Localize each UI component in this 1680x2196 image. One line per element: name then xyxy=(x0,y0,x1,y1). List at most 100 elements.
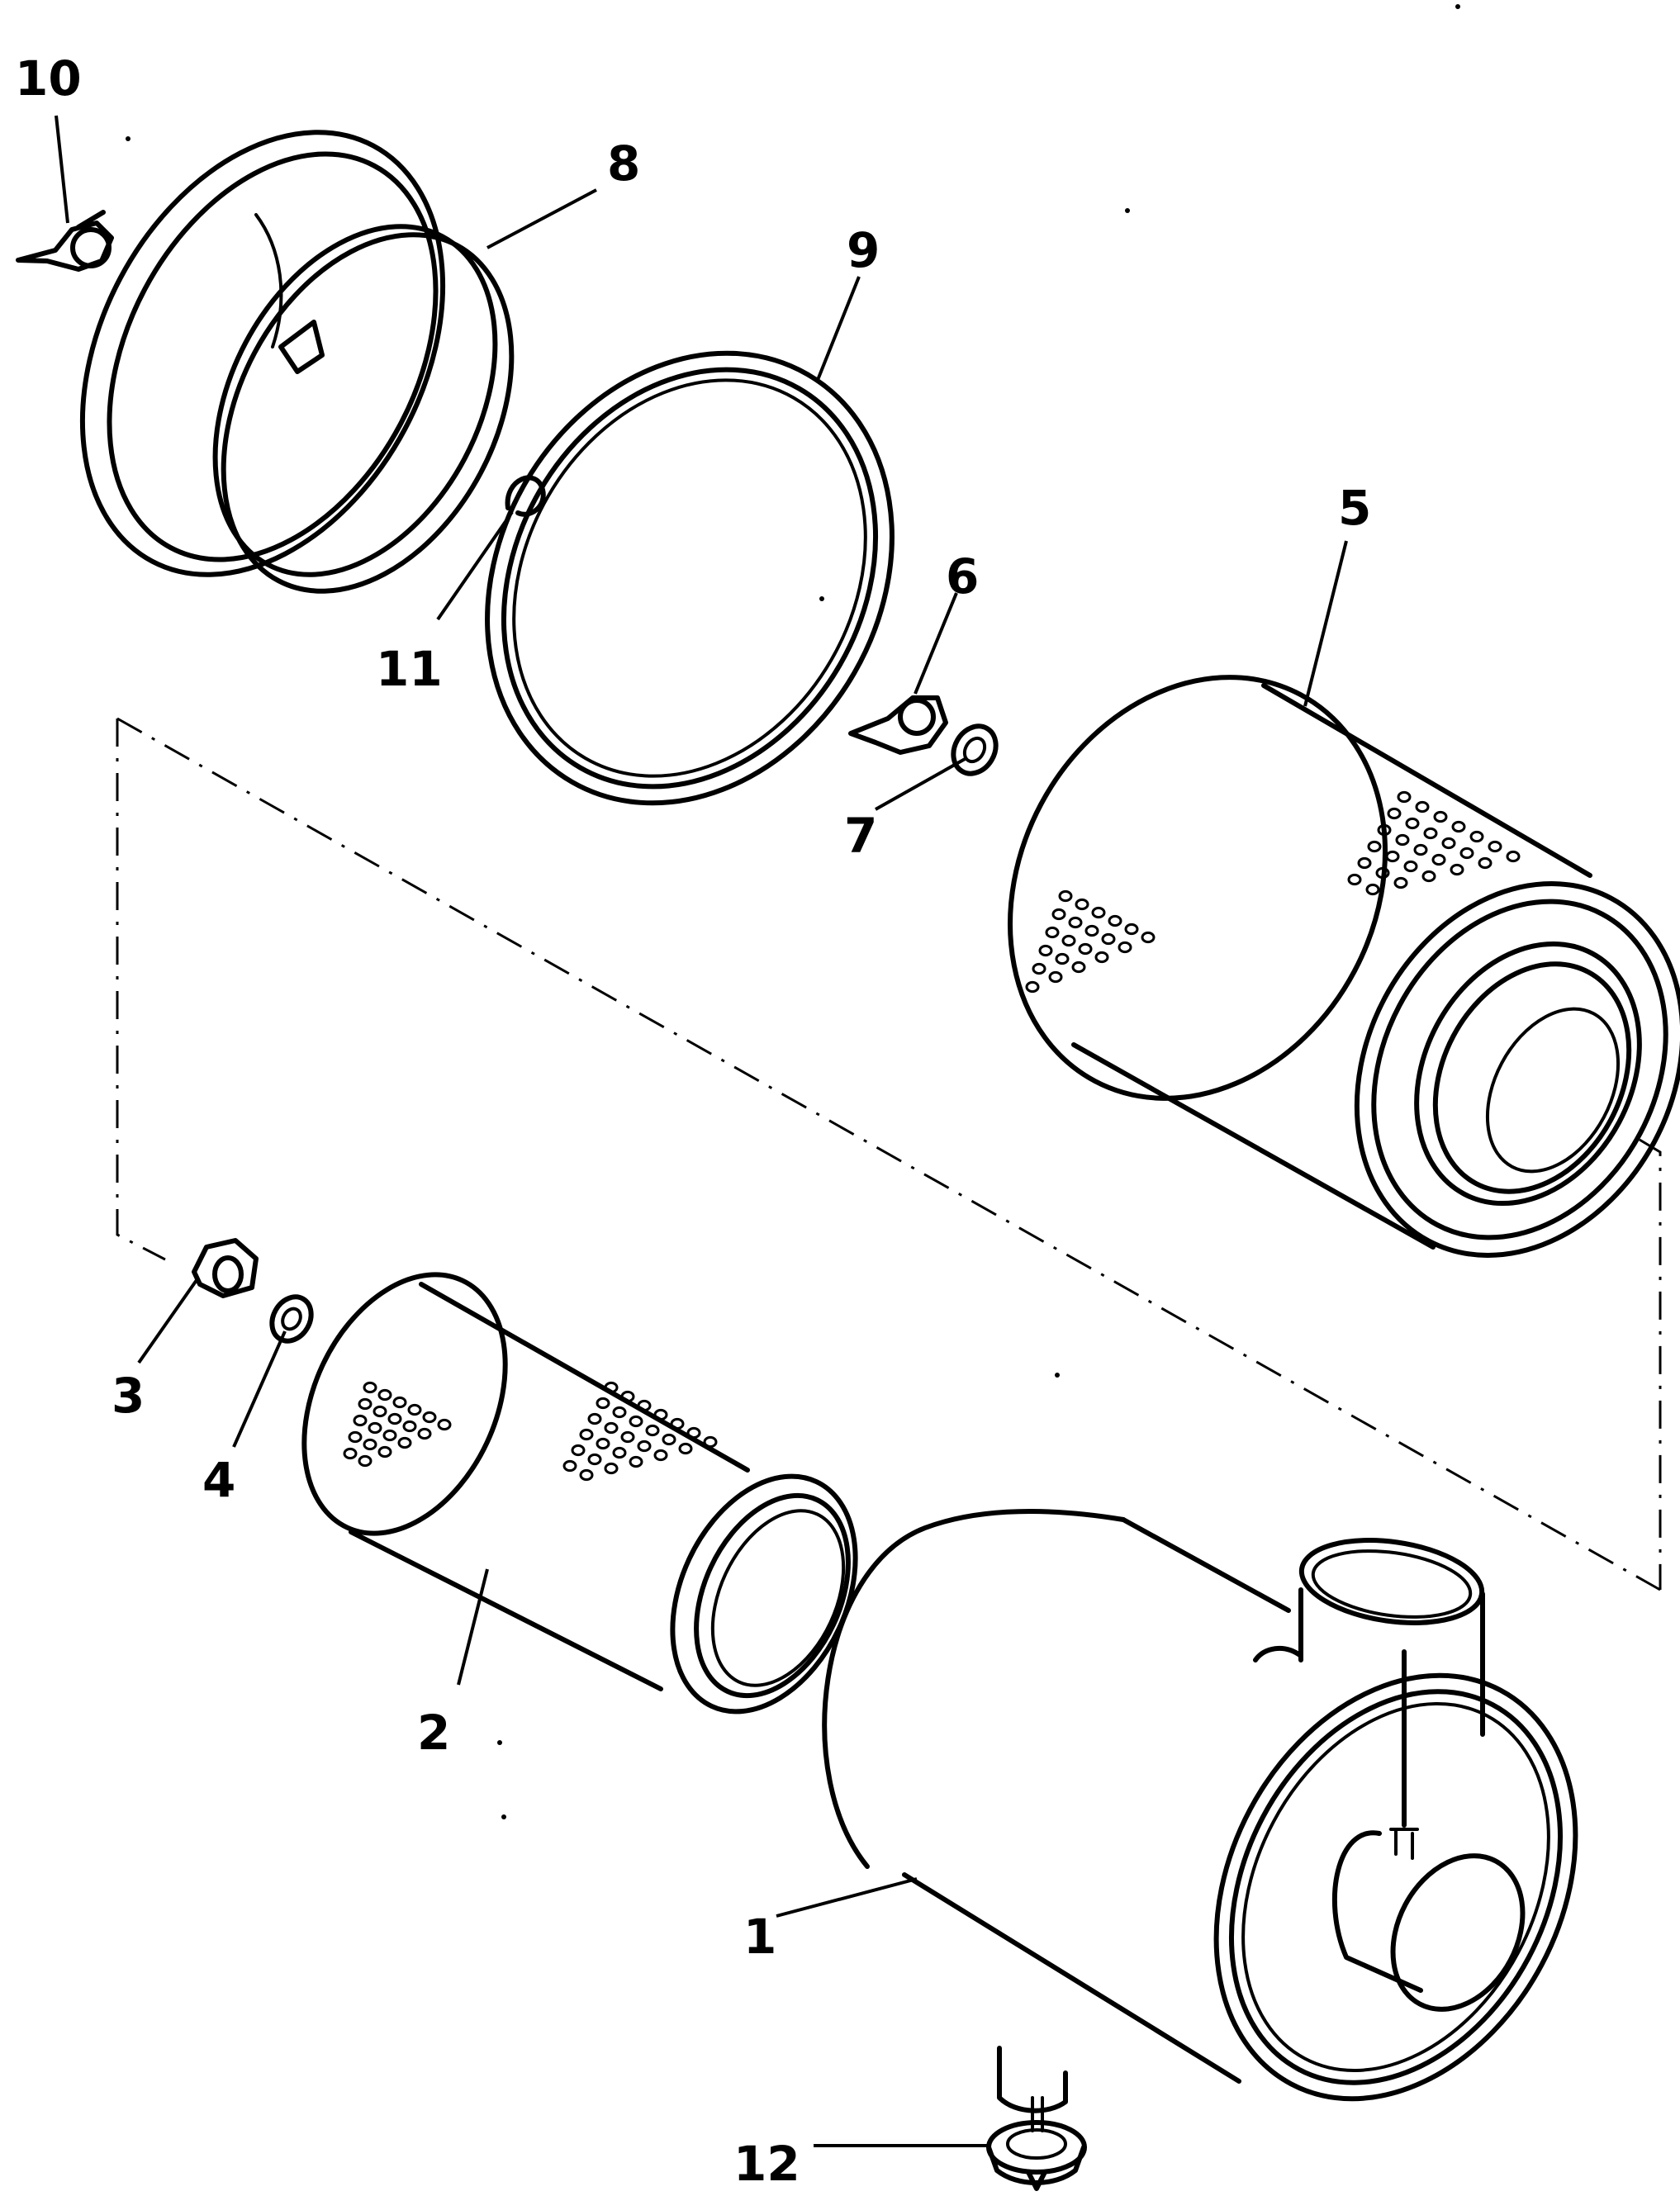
perforation-hole xyxy=(1357,856,1372,870)
perforation-hole xyxy=(612,1406,627,1419)
perforation-hole xyxy=(1423,827,1438,840)
perforation-hole xyxy=(1405,817,1420,830)
perforation-hole xyxy=(620,1430,635,1444)
perforation-hole xyxy=(637,1439,652,1453)
perforation-hole xyxy=(1450,863,1464,876)
perforation-hole xyxy=(1413,843,1428,856)
part-10-wing-nut xyxy=(16,210,114,272)
perforation-hole xyxy=(363,1438,377,1451)
perforation-hole xyxy=(377,1445,392,1458)
perforation-hole xyxy=(1045,926,1060,939)
perforation-hole xyxy=(437,1418,452,1431)
perforation-hole xyxy=(1347,873,1362,886)
perforation-hole xyxy=(1397,790,1412,804)
perforation-hole xyxy=(392,1396,407,1409)
callout-11: 11 xyxy=(376,641,443,697)
perforation-hole xyxy=(1124,923,1139,936)
perforation-hole xyxy=(1032,962,1046,975)
perforation-hole xyxy=(1415,800,1430,813)
callout-1: 1 xyxy=(743,1909,776,1965)
callout-labels: 10 8 9 11 5 6 7 3 4 2 1 12 xyxy=(15,50,1371,2192)
perforation-hole xyxy=(587,1453,602,1466)
part-2-inner-filter xyxy=(301,1272,858,1715)
callout-4: 4 xyxy=(202,1452,235,1508)
callout-5: 5 xyxy=(1338,480,1371,536)
scan-specks xyxy=(126,4,1460,1819)
perforation-hole xyxy=(1078,942,1093,956)
perforation-hole xyxy=(1431,853,1446,866)
perforation-hole xyxy=(1469,830,1484,843)
perforation-hole xyxy=(571,1444,586,1457)
perforation-hole xyxy=(612,1446,627,1459)
perforation-hole xyxy=(670,1417,685,1430)
perforation-hole xyxy=(1091,906,1106,919)
perforation-hole xyxy=(422,1411,437,1424)
perforation-hole xyxy=(645,1424,660,1437)
perforation-hole xyxy=(1451,820,1466,833)
perforation-hole xyxy=(387,1412,402,1425)
perforation-hole xyxy=(1068,916,1083,929)
perforation-hole xyxy=(587,1412,602,1425)
perforation-hole xyxy=(596,1437,610,1450)
perforation-hole xyxy=(629,1415,643,1428)
part-11-clip xyxy=(505,475,546,517)
perforation-hole xyxy=(579,1428,594,1441)
perforation-hole xyxy=(1403,860,1418,873)
perforation-hole xyxy=(1387,807,1402,820)
perforation-hole xyxy=(1025,980,1040,994)
part-3-nut xyxy=(192,1238,259,1298)
perforation-hole xyxy=(1441,837,1456,850)
perforation-hole xyxy=(1071,960,1086,974)
callout-12: 12 xyxy=(733,2136,800,2192)
perforation-hole xyxy=(1038,944,1053,957)
perforation-hole xyxy=(1058,889,1073,903)
perforation-hole xyxy=(1108,914,1122,927)
part-6-wing-nut xyxy=(848,695,948,755)
assembly-dash-dot-line xyxy=(116,717,1662,1591)
perforation-hole xyxy=(604,1421,619,1435)
part-5-outer-filter xyxy=(1008,675,1680,1258)
perforation-hole xyxy=(1101,932,1116,946)
perforation-hole xyxy=(562,1459,577,1473)
part-1-housing xyxy=(822,1509,1578,2113)
perforation-hole xyxy=(1365,883,1380,896)
perforation-hole xyxy=(629,1455,643,1468)
perforation-hole xyxy=(1506,850,1521,863)
perforation-hole xyxy=(353,1414,368,1427)
perforation-hole xyxy=(1488,840,1502,853)
perforation-hole xyxy=(1075,898,1089,911)
perforation-hole xyxy=(1055,952,1070,965)
part-7-washer xyxy=(951,723,999,776)
perforation-hole xyxy=(1421,870,1436,883)
perforation-hole xyxy=(377,1388,392,1402)
perforation-hole xyxy=(1367,840,1382,853)
perforation-hole xyxy=(343,1447,358,1460)
perforation-hole xyxy=(1094,951,1109,964)
callout-6: 6 xyxy=(946,548,979,605)
perforation-hole xyxy=(1051,908,1066,921)
perforation-hole xyxy=(417,1427,432,1440)
perforation-hole xyxy=(1061,934,1076,947)
perforation-hole xyxy=(358,1454,373,1468)
perforation-hole xyxy=(1459,847,1474,860)
perforation-hole xyxy=(604,1381,619,1394)
perforation-hole xyxy=(358,1397,373,1411)
perforation-hole xyxy=(703,1435,718,1449)
perforation-hole xyxy=(382,1429,397,1442)
perforation-hole xyxy=(373,1405,387,1418)
perforation-hole xyxy=(363,1381,377,1394)
perforation-hole xyxy=(1385,850,1400,863)
perforation-hole xyxy=(1084,924,1099,937)
callout-9: 9 xyxy=(847,222,880,278)
perforation-hole xyxy=(1118,941,1132,954)
perforation-hole xyxy=(348,1430,363,1444)
perforation-hole xyxy=(1141,931,1156,944)
perforation-hole xyxy=(402,1420,417,1433)
callout-8: 8 xyxy=(607,135,640,192)
perforation-hole xyxy=(579,1468,594,1482)
perforation-hole xyxy=(1393,876,1408,889)
perforation-hole xyxy=(620,1390,635,1403)
callout-3: 3 xyxy=(112,1368,145,1424)
callout-10: 10 xyxy=(15,50,82,107)
